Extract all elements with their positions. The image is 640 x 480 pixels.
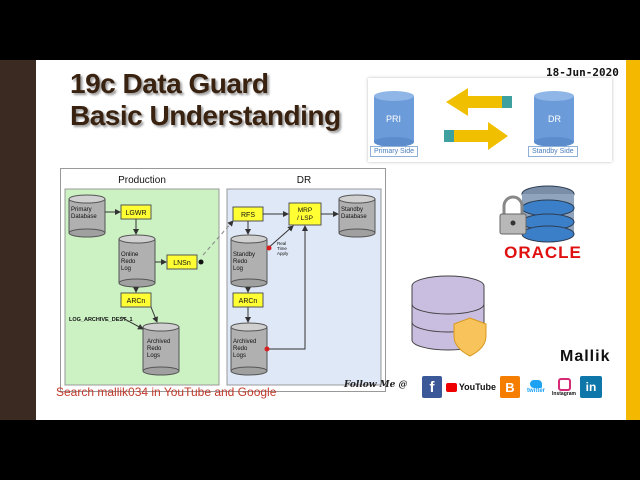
blogger-icon[interactable]: B <box>500 376 520 398</box>
twitter-icon[interactable]: twitter <box>524 376 548 398</box>
database-shield-graphic <box>408 270 498 360</box>
social-links: f YouTube B twitter Instagram in <box>422 374 602 400</box>
blogger-label: B <box>505 379 515 395</box>
youtube-label: YouTube <box>458 382 496 392</box>
date-label: 18-Jun-2020 <box>546 66 619 79</box>
slide-title: 19c Data Guard Basic Understanding <box>70 68 341 132</box>
arcn-dr-label: ARCn <box>239 298 258 305</box>
linkedin-label: in <box>585 380 597 394</box>
pri-cylinder <box>374 91 414 147</box>
oracle-wordmark: ORACLE <box>504 243 582 262</box>
log-archive-dest-label: LOG_ARCHIVE_DEST_1 <box>69 317 133 323</box>
pri-label: PRI <box>386 114 402 124</box>
right-accent-bar <box>626 60 640 420</box>
arcn-prod-box <box>120 292 152 308</box>
shield-icon <box>453 317 487 357</box>
standby-database-icon <box>338 194 376 238</box>
dr-label: DR <box>548 114 561 124</box>
youtube-icon[interactable]: YouTube <box>446 376 496 398</box>
lnsn-box <box>166 254 198 270</box>
slide: 19c Data Guard Basic Understanding 18-Ju… <box>0 60 640 420</box>
twitter-label: twitter <box>527 388 545 394</box>
title-line-2: Basic Understanding <box>70 100 341 131</box>
mrp-label: MRP/ LSP <box>297 207 313 222</box>
dr-title: DR <box>297 175 311 186</box>
primary-side-tag: Primary Side <box>370 146 419 157</box>
padlock-icon <box>499 195 527 235</box>
follow-me-label: Follow Me @ <box>344 380 408 390</box>
standby-redo-log-icon <box>230 234 268 288</box>
title-line-1: 19c Data Guard <box>70 68 269 99</box>
oracle-database-logo: ORACLE <box>482 178 604 268</box>
archived-redo-logs-dr-icon <box>230 322 268 376</box>
dr-cylinder <box>534 91 574 147</box>
facebook-label: f <box>429 378 435 396</box>
standby-side-tag: Standby Side <box>528 146 578 157</box>
production-title: Production <box>118 175 166 186</box>
left-arrow-icon <box>446 88 512 116</box>
archived-redo-logs-prod-icon <box>142 322 180 376</box>
right-arrow-icon <box>444 122 508 150</box>
search-instruction: Search mallik034 in YouTube and Google <box>56 385 277 399</box>
lgwr-label: LGWR <box>126 210 147 217</box>
facebook-icon[interactable]: f <box>422 376 442 398</box>
instagram-label: Instagram <box>552 390 576 397</box>
rfs-label: RFS <box>241 212 255 219</box>
left-accent-bar <box>0 60 36 420</box>
arcn-prod-label: ARCn <box>127 298 146 305</box>
oracle-db-graphic: ORACLE <box>499 185 582 262</box>
instagram-icon[interactable]: Instagram <box>552 376 576 398</box>
pri-dr-mini-diagram: PRI DR Primary Side Standby Side <box>368 78 612 162</box>
linkedin-icon[interactable]: in <box>580 376 602 398</box>
pri-dr-graphic <box>374 88 574 150</box>
primary-database-icon <box>68 194 106 238</box>
author-name: Mallik <box>560 348 611 365</box>
database-stack-icon <box>521 185 575 243</box>
lnsn-label: LNSn <box>173 260 191 267</box>
